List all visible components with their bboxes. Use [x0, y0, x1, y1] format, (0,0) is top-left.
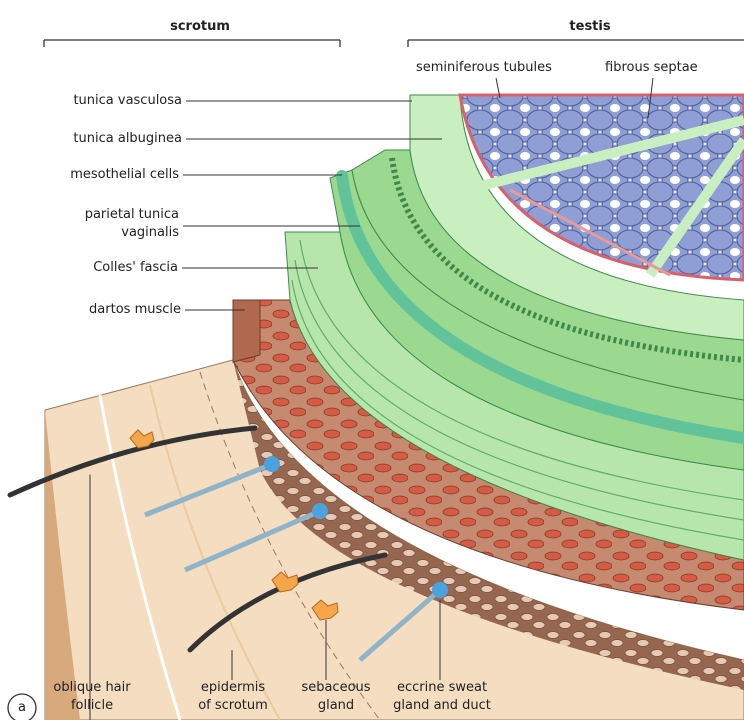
- panel-letter: a: [14, 700, 30, 716]
- parietal-tunica-label: parietal tunica: [10, 207, 179, 223]
- mesothelial-cells-label: mesothelial cells: [10, 167, 179, 183]
- scrotum-bracket: [44, 40, 340, 47]
- tunica-vasculosa-label: tunica vasculosa: [10, 93, 182, 109]
- colles-fascia-label: Colles' fascia: [10, 260, 178, 276]
- seminiferous-tubules-label: seminiferous tubules: [416, 60, 552, 76]
- oblique-hair-label: oblique hair: [40, 680, 144, 696]
- testis-header: testis: [545, 19, 635, 35]
- eccrine-sweat-label: eccrine sweat: [382, 680, 502, 696]
- scrotum-header: scrotum: [150, 19, 250, 35]
- gland-and-duct-label: gland and duct: [382, 698, 502, 714]
- testis-bracket: [408, 40, 744, 47]
- epidermis-label: epidermis: [178, 680, 288, 696]
- gland-label: gland: [296, 698, 376, 714]
- sebaceous-label: sebaceous: [296, 680, 376, 696]
- dartos-muscle-label: dartos muscle: [10, 302, 181, 318]
- follicle-label: follicle: [40, 698, 144, 714]
- of-scrotum-label: of scrotum: [178, 698, 288, 714]
- tunica-albuginea-label: tunica albuginea: [10, 131, 182, 147]
- vaginalis-label: vaginalis: [10, 225, 179, 241]
- fibrous-septae-label: fibrous septae: [605, 60, 698, 76]
